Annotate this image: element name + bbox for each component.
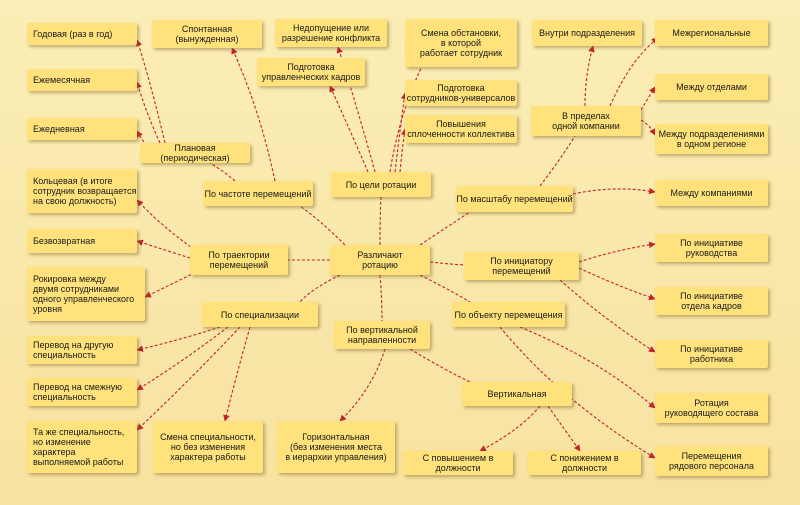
category-frequency: По частоте перемещений [203,181,313,206]
category-trajectory: По траектории перемещений [190,245,288,275]
leaf-universal: Подготовка сотрудников-универсалов [405,80,517,106]
link-vert-vertical [409,348,471,383]
leaf-promotion: С повышением в должности [403,451,513,475]
leaf-by-hr: По инициативе отдела кадров [655,287,768,315]
link-goal-managers [329,85,369,173]
leaf-other-specialty: Перевод на другую специальность [27,336,137,364]
leaf-irreversible: Безвозвратная [27,229,137,253]
link-init-hr [578,267,656,301]
link-init-management [578,241,656,263]
leaf-by-employee: По инициативе работника [655,340,768,368]
link-goal-environment [389,59,426,173]
link-vertical-demotion [547,405,581,452]
link-spec-other [136,326,221,352]
link-center-vertical [379,274,383,322]
link-center-scale [419,211,471,246]
link-spec-same [136,326,241,431]
link-spec-change [223,326,251,422]
leaf-rank-and-file: Перемещения рядового персонала [655,446,768,476]
leaf-leaders-rotation: Ротация руководящего состава [655,393,768,423]
link-planned-annual [135,39,166,144]
link-scale-companies [572,187,656,195]
category-object: По объекту перемещения [452,302,565,327]
leaf-within-division: Внутри подразделения [532,20,642,46]
leaf-adjacent-specialty: Перевод на смежную специальность [27,378,137,406]
link-scale-within-company [539,135,576,187]
link-wc-departments [640,86,656,111]
link-center-object [419,274,471,303]
leaf-within-company: В пределах одной компании [531,106,641,136]
link-traj-circular [136,199,196,251]
link-traj-irreversible [136,239,191,259]
leaf-between-companies: Между компаниями [655,180,768,206]
leaf-between-departments: Между отделами [655,74,768,100]
link-vertical-promotion [479,405,541,452]
leaf-daily: Ежедневная [27,118,137,140]
category-scale: По масштабу перемещений [456,186,573,212]
link-goal-cohesion [399,128,408,173]
category-specialization: По специализации [202,302,318,327]
leaf-monthly: Ежемесячная [27,69,137,91]
link-center-frequency [299,205,346,246]
leaf-environment: Смена обстановки, в которой работает сот… [405,19,517,67]
leaf-by-management: По инициативе руководства [655,234,768,262]
leaf-same-specialty: Та же специальность, но изменение характ… [27,421,137,473]
leaf-between-divisions-region: Между подразделениями в одном регионе [655,124,768,154]
link-freq-spontaneous [231,47,276,182]
link-center-goal [379,196,382,246]
leaf-conflict: Недопущение или разрешение конфликта [275,19,387,47]
link-freq-planned [209,162,236,182]
link-wc-interregional [609,37,659,107]
category-vertical-direction: По вертикальной направленности [334,321,430,349]
leaf-horizontal: Горизонтальная (без изменения места в ие… [277,421,395,473]
center-node: Различают ротацию [330,245,430,275]
link-planned-monthly [135,81,161,144]
link-center-initiator [429,261,465,266]
leaf-vertical: Вертикальная [462,382,572,406]
leaf-circular: Кольцевая (в итоге сотрудник возвращаетс… [27,169,137,213]
link-init-employee [559,279,656,353]
link-wc-regional [640,119,656,136]
leaf-cohesion: Повышения сплоченности коллектива [405,115,517,143]
leaf-managers: Подготовка управленческих кадров [257,58,365,86]
category-initiator: По инициатору перемещений [464,252,579,280]
link-obj-leaders [519,326,656,409]
link-vert-horizontal [339,348,386,422]
leaf-spontaneous: Спонтанная (вынужденная) [152,20,262,48]
link-goal-universal [394,92,408,173]
leaf-change-specialty: Смена специальности, но без изменения ха… [153,421,263,473]
link-spec-adjacent [136,326,229,391]
link-wc-division [584,45,595,107]
category-goal: По цели ротации [331,172,431,197]
leaf-interregional: Межрегиональные [655,20,768,46]
leaf-planned: Плановая (периодическая) [140,143,250,163]
leaf-demotion: С понижением в должности [528,451,641,475]
link-center-specialization [299,274,341,303]
leaf-annual: Годовая (раз в год) [27,23,137,45]
leaf-swap: Рокировка между двумя сотрудниками одног… [27,267,145,321]
